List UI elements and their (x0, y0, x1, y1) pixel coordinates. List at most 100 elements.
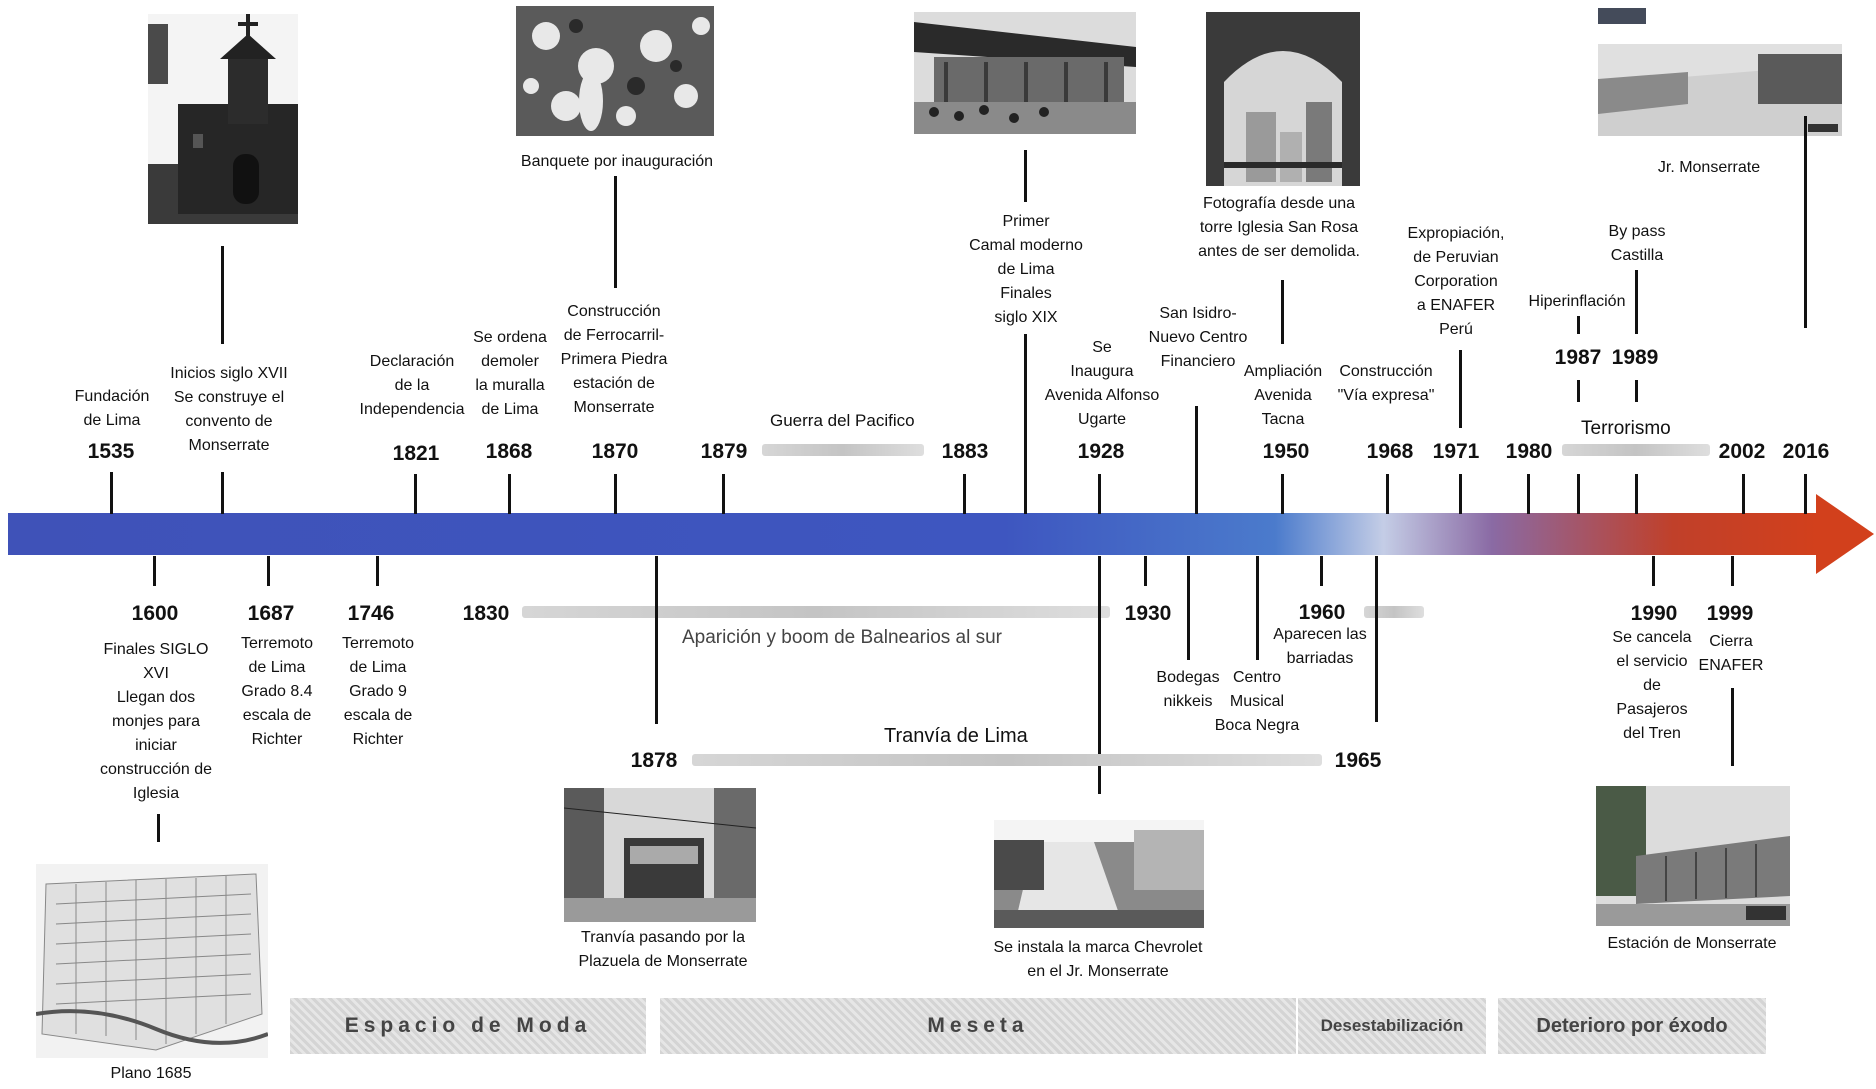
event-1989-tick (1635, 474, 1638, 514)
event-1968-tick (1386, 474, 1389, 514)
event-1960-tick (1320, 556, 1323, 586)
balnearios-label: Aparición y boom de Balnearios al sur (682, 627, 1003, 648)
torre-connector (1281, 280, 1284, 344)
event-1980-year: 1980 (1505, 440, 1553, 463)
event-1879-tick (722, 474, 725, 514)
event-sanisidro-tick (1195, 406, 1198, 514)
banquete-photo (516, 6, 714, 136)
phase-deterioro-label: Deterioro por éxodo (1536, 1014, 1728, 1037)
event-1950-year: 1950 (1262, 440, 1310, 463)
event-1600-connector (157, 814, 160, 842)
event-camal-tick (1024, 334, 1027, 514)
phase-espacio-label: Espacio de Moda (344, 1014, 592, 1037)
event-1687-caption: Terremoto de Lima Grado 8.4 escala de Ri… (240, 635, 314, 748)
guerra-label: Guerra del Pacifico (770, 411, 915, 430)
event-1535-caption: Fundación de Lima (74, 388, 150, 429)
timeline-arrowhead (1816, 494, 1874, 574)
event-1928-caption: Se Inaugura Avenida Alfonso Ugarte (1044, 339, 1160, 428)
event-1870-year: 1870 (591, 440, 639, 463)
event-1989-year: 1989 (1611, 346, 1659, 369)
event-xvii-caption: Inicios siglo XVII Se construye el conve… (170, 365, 288, 454)
event-1987-connector-b (1577, 380, 1580, 402)
event-1830-year: 1830 (462, 602, 510, 625)
event-2016-tick (1804, 474, 1807, 514)
event-1535-tick (110, 472, 113, 514)
event-1535-year: 1535 (87, 440, 135, 463)
event-1746-caption: Terremoto de Lima Grado 9 escala de Rich… (341, 635, 415, 748)
event-2002-year: 2002 (1718, 440, 1766, 463)
event-1965-year: 1965 (1334, 749, 1382, 772)
banquete-connector (614, 176, 617, 288)
torre-photo (1206, 12, 1360, 186)
event-1687-tick (267, 556, 270, 586)
event-1999-caption: Cierra ENAFER (1698, 633, 1764, 674)
event-1971-caption: Expropiación, de Peruvian Corporation a … (1407, 225, 1505, 338)
event-bodegas-tick (1187, 556, 1190, 660)
banquete-caption: Banquete por inauguración (520, 153, 714, 170)
terrorismo-label: Terrorismo (1581, 418, 1671, 439)
event-1971-tick (1459, 474, 1462, 514)
event-1968-year: 1968 (1366, 440, 1414, 463)
event-1928-tick (1098, 474, 1101, 514)
event-1987-year: 1987 (1554, 346, 1602, 369)
event-bocanegra-tick (1256, 556, 1259, 660)
event-1928-down-connector (1098, 556, 1101, 794)
event-1999-year: 1999 (1706, 602, 1754, 625)
phase-meseta: Meseta (660, 998, 1296, 1054)
event-1930-year: 1930 (1124, 602, 1172, 625)
event-1930-tick (1144, 556, 1147, 586)
event-1980-tick (1527, 474, 1530, 514)
event-1878-year: 1878 (630, 749, 678, 772)
event-1987-connector-a (1577, 316, 1580, 334)
iglesia-connector (221, 246, 224, 344)
event-1879-year: 1879 (700, 440, 748, 463)
event-1883-tick (963, 474, 966, 514)
timeline-axis (8, 513, 1818, 555)
guerra-band (762, 444, 924, 456)
estacion-caption: Estación de Monserrate (1607, 935, 1777, 952)
event-1821-tick (414, 474, 417, 514)
event-1987-tick (1577, 474, 1580, 514)
event-bocanegra-caption: Centro Musical Boca Negra (1214, 669, 1300, 734)
iglesia-photo (148, 14, 298, 224)
event-bodegas-caption: Bodegas nikkeis (1156, 669, 1220, 710)
event-1987-caption: Hiperinflación (1528, 293, 1626, 310)
event-1687-year: 1687 (247, 602, 295, 625)
balnearios-band (522, 606, 1110, 618)
tranvia-photo (564, 788, 756, 922)
event-1868-year: 1868 (485, 440, 533, 463)
monserrate-calle-connector (1804, 116, 1807, 328)
event-1990-tick (1652, 556, 1655, 586)
event-camal-caption: Primer Camal moderno de Lima Finales sig… (969, 213, 1083, 326)
event-1971-year: 1971 (1432, 440, 1480, 463)
event-1878-tick (655, 556, 658, 724)
event-1950-tick (1281, 474, 1284, 514)
event-1928-year: 1928 (1077, 440, 1125, 463)
event-1989-connector-b (1635, 380, 1638, 402)
camal-photo (914, 12, 1136, 134)
event-1868-tick (508, 474, 511, 514)
chevrolet-caption: Se instala la marca Chevrolet en el Jr. … (993, 939, 1203, 980)
event-1821-year: 1821 (392, 442, 440, 465)
event-sanisidro-caption: San Isidro- Nuevo Centro Financiero (1148, 305, 1248, 370)
torre-caption: Fotografía desde una torre Iglesia San R… (1198, 195, 1360, 260)
event-1960-caption: Aparecen las barriadas (1273, 626, 1367, 667)
terrorismo-band (1562, 444, 1710, 456)
event-1870-tick (614, 474, 617, 514)
event-1999-tick (1731, 556, 1734, 586)
event-xvii-tick (221, 472, 224, 514)
event-1870-caption: Construcción de Ferrocarril- Primera Pie… (560, 303, 668, 416)
event-1999-connector (1731, 688, 1734, 766)
event-1950-caption: Ampliación Avenida Tacna (1243, 363, 1323, 428)
phase-espacio-de-moda: Espacio de Moda (290, 998, 646, 1054)
tranvia-caption: Tranvía pasando por la Plazuela de Monse… (578, 929, 748, 970)
event-1746-year: 1746 (347, 602, 395, 625)
camal-connector (1024, 150, 1027, 202)
plano-caption: Plano 1685 (110, 1065, 192, 1082)
event-2002-tick (1742, 474, 1745, 514)
plano-photo (36, 864, 268, 1058)
event-1960-band (1364, 606, 1424, 618)
monserrate-calle-marker (1598, 8, 1646, 24)
event-1968-caption: Construcción "Vía expresa" (1337, 363, 1435, 404)
phase-meseta-label: Meseta (927, 1014, 1029, 1037)
